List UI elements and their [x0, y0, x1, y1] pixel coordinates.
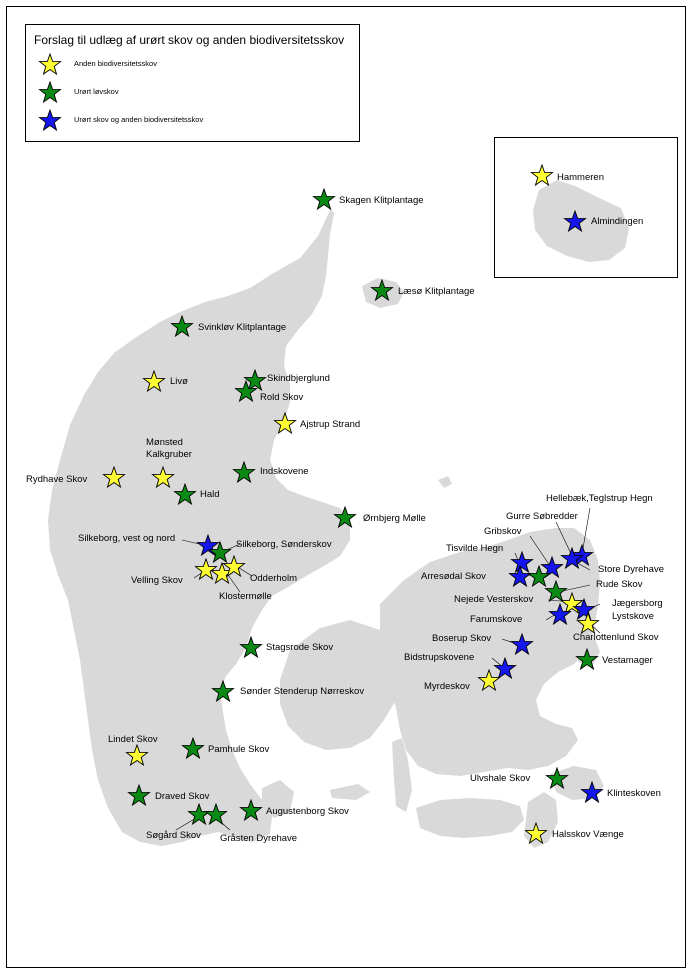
livo-star-icon: [143, 370, 165, 392]
svinklov-label: Svinkløv Klitplantage: [198, 322, 286, 333]
farumskove-label: Farumskove: [470, 614, 522, 625]
legend-item-blue: Urørt skov og anden biodiversitetsskov: [38, 109, 348, 133]
rold-label: Rold Skov: [260, 392, 304, 403]
silkeborg-sonder-label: Silkeborg, Sønderskov: [236, 539, 332, 550]
bornholm-inset: Hammeren Almindingen: [494, 137, 678, 278]
map-frame: [6, 6, 686, 968]
pamhule-label: Pamhule Skov: [208, 744, 270, 755]
gurre-star-icon: [561, 547, 583, 569]
augustenborg-star-icon: [240, 799, 262, 821]
lindet-label: Lindet Skov: [108, 734, 158, 745]
almindingen-label: Almindingen: [591, 216, 643, 227]
hald-label: Hald: [200, 489, 220, 500]
klostermolle-label: Klostermølle: [219, 591, 272, 602]
laeso-star-icon: [371, 279, 393, 301]
skagen-star-icon: [313, 188, 335, 210]
skindbjerglund-label: Skindbjerglund: [267, 373, 330, 384]
hammeren-label: Hammeren: [557, 172, 604, 183]
jutland-landmass: [48, 192, 350, 846]
legend-label: Anden biodiversitetsskov: [74, 59, 157, 68]
halsskov-star-icon: [525, 822, 547, 844]
sonder-stenderup-label: Sønder Stenderup Nørreskov: [240, 686, 364, 697]
grasten-star-icon: [205, 803, 227, 825]
klinteskoven-label: Klinteskoven: [607, 788, 661, 799]
legend-label: Urørt løvskov: [74, 87, 119, 96]
pamhule-star-icon: [182, 737, 204, 759]
land: [48, 192, 604, 848]
myrdeskov-label: Myrdeskov: [424, 681, 470, 692]
legend-label: Urørt skov og anden biodiversitetsskov: [74, 115, 204, 124]
draved-label: Draved Skov: [155, 791, 210, 802]
nejede-star-icon: [545, 580, 567, 602]
ulvshale-label: Ulvshale Skov: [470, 773, 530, 784]
legend-item-green: Urørt løvskov: [38, 81, 348, 105]
augustenborg-label: Augustenborg Skov: [266, 806, 349, 817]
odderholm-label: Odderholm: [250, 573, 297, 584]
ajstrup-label: Ajstrup Strand: [300, 419, 360, 430]
ajstrup-star-icon: [274, 412, 296, 434]
halsskov-label: Halsskov Vænge: [552, 829, 624, 840]
store-dyrehave-label: Store Dyrehave: [598, 564, 664, 575]
indskovene-star-icon: [233, 461, 255, 483]
sogard-star-icon: [188, 803, 210, 825]
zealand-island: [380, 528, 600, 776]
monsted-star-icon: [152, 466, 174, 488]
gribskov-label: Gribskov: [484, 526, 522, 537]
vestamager-star-icon: [576, 648, 598, 670]
arresodal-label: Arresødal Skov: [421, 571, 486, 582]
ornbjerg-label: Ørnbjerg Mølle: [363, 513, 426, 524]
stagsrode-label: Stagsrode Skov: [266, 642, 333, 653]
vestamager-label: Vestamager: [602, 655, 653, 666]
myrdeskov-star-icon: [478, 669, 500, 691]
aero-island: [330, 784, 370, 800]
bidstrup-label: Bidstrupskovene: [404, 652, 474, 663]
leader-lines: [175, 507, 601, 831]
klinteskoven-star-icon: [581, 781, 603, 803]
rydhave-label: Rydhave Skov: [26, 474, 88, 485]
legend-title: Forslag til udlæg af urørt skov og anden…: [34, 33, 345, 47]
funen-island: [280, 620, 402, 750]
draved-star-icon: [128, 784, 150, 806]
indskovene-label: Indskovene: [260, 466, 309, 477]
boserup-star-icon: [511, 633, 533, 655]
small-island: [438, 476, 452, 488]
sogard-label: Søgård Skov: [146, 830, 201, 841]
arresodal-green-star-icon: [528, 565, 550, 587]
hald-star-icon: [174, 483, 196, 505]
lindet-star-icon: [126, 744, 148, 766]
charlottenlund-label: Charlottenlund Skov: [573, 632, 659, 643]
bornholm-map: Hammeren Almindingen: [531, 164, 643, 262]
grasten-label: Gråsten Dyrehave: [220, 833, 297, 844]
legend-item-yellow: Anden biodiversitetsskov: [38, 53, 348, 77]
silkeborg-vest-label: Silkeborg, vest og nord: [78, 533, 175, 544]
bidstrup-star-icon: [494, 657, 516, 679]
als-island: [262, 780, 294, 818]
hellebaek-label: Hellebæk,Teglstrup Hegn: [546, 493, 653, 504]
legend: Forslag til udlæg af urørt skov og anden…: [25, 24, 360, 142]
rude-label: Rude Skov: [596, 579, 643, 590]
rydhave-star-icon: [103, 466, 125, 488]
boserup-label: Boserup Skov: [432, 633, 491, 644]
sonder-stenderup-star-icon: [212, 680, 234, 702]
jaegersborg-label: Jægersborg: [612, 598, 663, 609]
velling-label: Velling Skov: [131, 575, 183, 586]
ulvshale-star-icon: [546, 767, 568, 789]
laeso-label: Læsø Klitplantage: [398, 286, 475, 297]
lolland-island: [416, 798, 524, 838]
monsted-label-line1: Mønsted: [146, 437, 183, 448]
tisvilde-star-icon: [511, 551, 533, 573]
langeland-island: [392, 738, 412, 812]
gurre-label: Gurre Søbredder: [506, 511, 578, 522]
stagsrode-star-icon: [240, 636, 262, 658]
svinklov-star-icon: [171, 315, 193, 337]
ornbjerg-star-icon: [334, 506, 356, 528]
nejede-label: Nejede Vesterskov: [454, 594, 533, 605]
livo-label: Livø: [170, 376, 188, 387]
monsted-label-line2: Kalkgruber: [146, 449, 192, 460]
skagen-label: Skagen Klitplantage: [339, 195, 424, 206]
lystskove-label: Lystskove: [612, 611, 654, 622]
tisvilde-label: Tisvilde Hegn: [446, 543, 503, 554]
